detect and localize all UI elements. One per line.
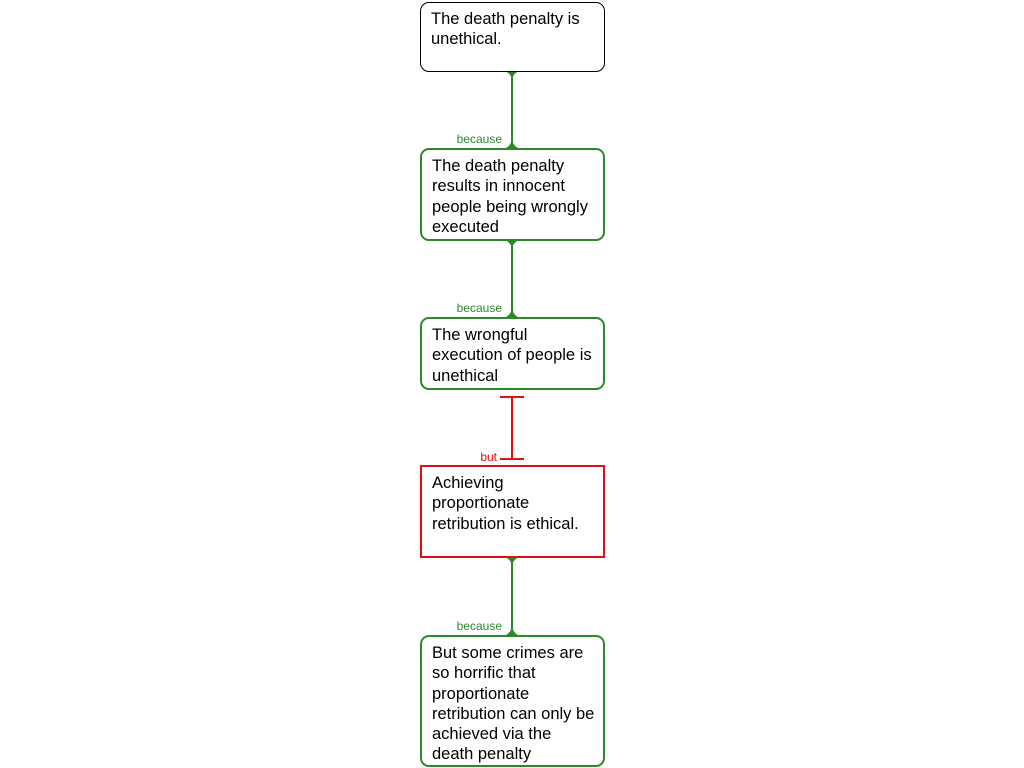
objection-node[interactable]: Achieving proportionate retribution is e… xyxy=(420,465,605,558)
objection-text: Achieving proportionate retribution is e… xyxy=(432,474,579,533)
reason-node-wrongful-executions[interactable]: The death penalty results in innocent pe… xyxy=(420,148,605,241)
edge-label-because: because xyxy=(456,132,502,146)
reason-node-wrongful-execution-unethical[interactable]: The wrongful execution of people is unet… xyxy=(420,317,605,390)
support-connector-3 xyxy=(504,557,520,636)
claim-text: The death penalty is unethical. xyxy=(431,10,580,49)
oppose-connector xyxy=(500,396,524,460)
edge-label-because: because xyxy=(456,301,502,315)
reason-text: The wrongful execution of people is unet… xyxy=(432,326,592,385)
support-connector-2 xyxy=(504,240,520,318)
claim-node[interactable]: The death penalty is unethical. xyxy=(420,2,605,72)
reason-text: But some crimes are so horrific that pro… xyxy=(432,644,595,764)
edge-label-but: but xyxy=(480,450,497,464)
reason-node-horrific-crimes[interactable]: But some crimes are so horrific that pro… xyxy=(420,635,605,767)
edge-label-because: because xyxy=(456,619,502,633)
support-connector-1 xyxy=(504,71,520,149)
reason-text: The death penalty results in innocent pe… xyxy=(432,157,588,236)
